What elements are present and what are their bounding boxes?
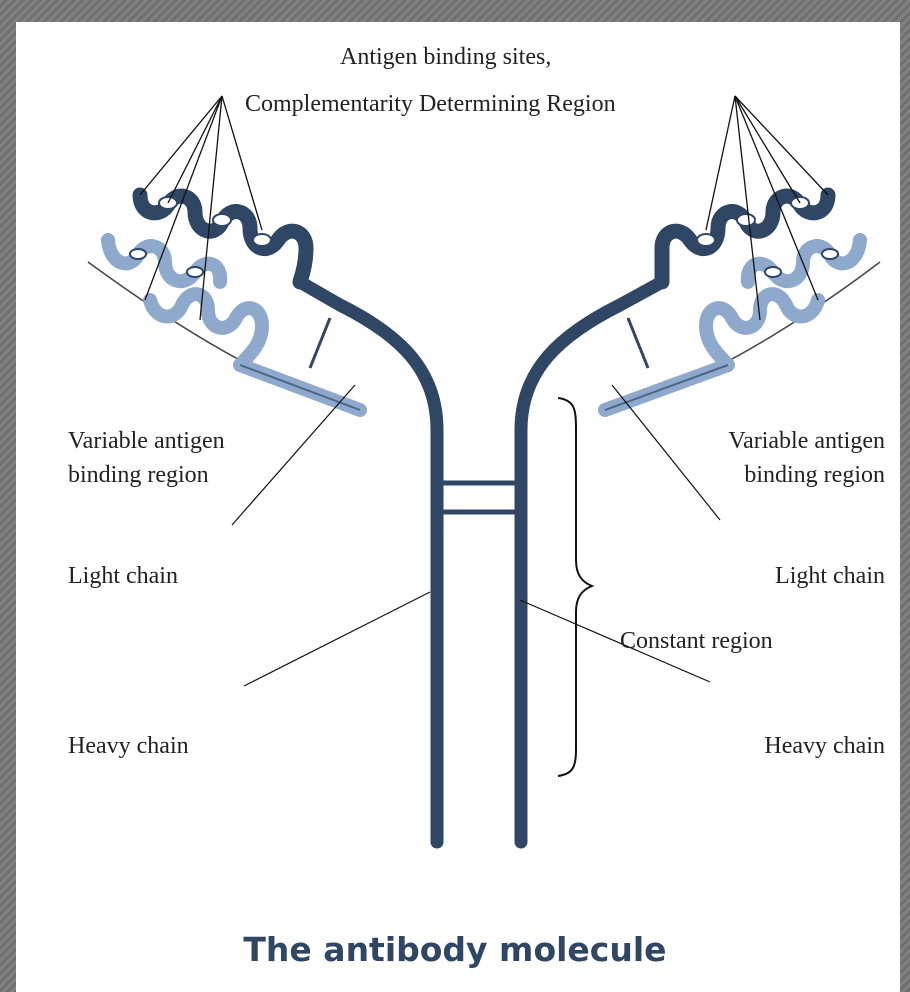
variable-region-right-line2: binding region xyxy=(640,460,885,490)
variable-region-left-line1: Variable antigen xyxy=(68,426,225,456)
heavy-chain-left xyxy=(300,282,437,842)
light-chain-left-label: Light chain xyxy=(68,561,178,591)
cdr-label-line1: Antigen binding sites, xyxy=(340,42,551,72)
disulfide-bridges xyxy=(437,483,521,512)
light-chain-right xyxy=(605,240,860,410)
diagram-caption: The antibody molecule xyxy=(0,930,910,969)
heavy-chain-right xyxy=(521,282,662,842)
cdr-label-line2: Complementarity Determining Region xyxy=(245,89,616,119)
variable-region-left-line2: binding region xyxy=(68,460,209,490)
variable-region-right-line1: Variable antigen xyxy=(640,426,885,456)
constant-region-brace xyxy=(558,398,592,776)
constant-region-label: Constant region xyxy=(620,626,773,656)
light-chain-right-label: Light chain xyxy=(700,561,885,591)
heavy-chain-stems xyxy=(300,282,662,842)
arm-bonds xyxy=(310,318,648,368)
heavy-chain-right-label: Heavy chain xyxy=(700,731,885,761)
heavy-chain-left-label: Heavy chain xyxy=(68,731,189,761)
light-chain-left xyxy=(108,240,360,410)
